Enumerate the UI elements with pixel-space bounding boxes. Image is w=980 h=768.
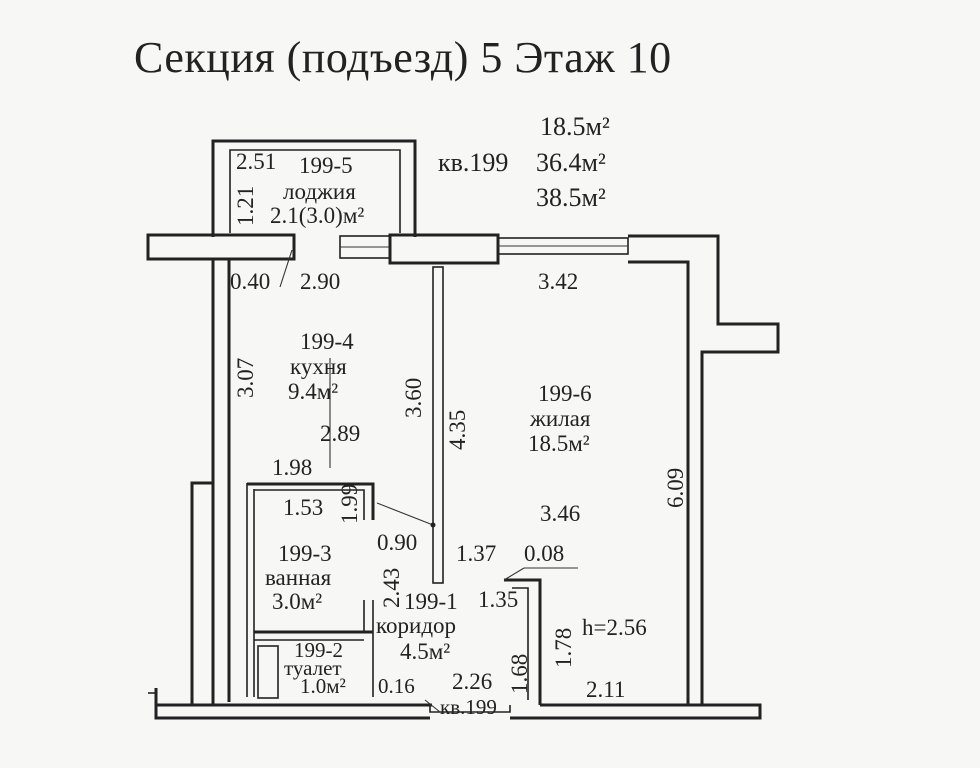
dim-bath-side: 1.99 [337,483,362,524]
kitchen-code: 199-4 [300,329,354,354]
dim-kitchen-top: 2.90 [300,269,341,294]
kitchen-area: 9.4м² [288,379,339,404]
toilet-area: 1.0м² [300,674,346,698]
dim-door-090: 0.90 [377,530,418,555]
corridor-name: коридор [376,613,457,638]
dim-partition-435: 4.35 [445,409,470,450]
kitchen-name: кухня [290,354,347,379]
area-total-summary: 36.4м² [536,148,606,177]
dim-corr-168: 1.68 [507,653,532,694]
page-title: Секция (подъезд) 5 Этаж 10 [134,33,672,82]
bath-top-wall-inner [254,489,365,520]
loggia-inner-wall [229,149,401,233]
bath-area: 3.0м² [272,589,323,614]
bath-outer-wall [190,481,213,705]
loggia-name: лоджия [283,179,356,204]
living-area: 18.5м² [528,431,590,456]
kitchen-door-line [279,249,293,288]
dim-corr-137: 1.37 [456,541,497,566]
corridor-right-wall [504,578,542,705]
toilet-name: туалет [284,656,342,680]
corridor-0.08-line [503,567,525,581]
dim-bath-top: 1.98 [272,455,313,480]
dim-corr-178: 1.78 [551,627,576,668]
corridor-code: 199-1 [404,589,458,614]
ceiling-height: h=2.56 [582,615,647,640]
door-pivot-dot [430,522,436,528]
corridor-right-wall-inner [512,587,529,700]
entry-door-line [424,699,441,713]
bath-code: 199-3 [278,541,332,566]
right-inner-wall [628,260,690,705]
dim-partition-360: 3.60 [401,377,426,418]
left-wall-stub [146,233,296,261]
dim-loggia-width: 2.51 [236,149,277,174]
kitchen-living-partition [432,266,444,584]
entry-door-sill [380,704,511,713]
bath-right-wall [363,600,374,697]
dim-living-top: 3.42 [538,269,579,294]
apartment-number: кв.199 [438,148,509,177]
loggia-code: 199-5 [299,153,353,178]
dim-bath-height: 2.43 [379,567,404,608]
dim-wc-016: 0.16 [378,674,415,698]
dim-living-inner: 3.46 [540,501,581,526]
dim-living-bottom: 2.11 [586,677,626,702]
bath-top-wall [247,482,375,520]
top-wall-block [388,233,500,265]
toilet-fixture-box [257,645,279,699]
dim-corr-226: 2.26 [452,669,493,694]
dim-corr-008: 0.08 [524,541,565,566]
living-name: жилая [530,406,591,431]
apartment-bottom-label: кв.199 [440,695,497,719]
dim-loggia-depth: 1.21 [233,185,258,226]
corridor-area: 4.5м² [400,639,451,664]
loggia-area: 2.1(3.0)м² [270,203,365,228]
loggia-outer-wall [211,139,417,237]
dim-kitchen-inner: 2.89 [320,421,361,446]
bath-door-line [376,502,434,526]
right-exterior-wall [628,234,780,705]
dim-bath-inner: 1.53 [283,495,324,520]
toilet-code: 199-2 [294,638,343,662]
bath-name: ванная [265,565,332,590]
dim-corr-135: 1.35 [478,587,519,612]
dim-kitchen-left: 3.07 [233,357,258,398]
dim-living-right: 6.09 [663,467,688,508]
area-total-loggia-summary: 38.5м² [536,183,606,212]
living-code: 199-6 [538,381,592,406]
area-living-summary: 18.5м² [540,112,610,141]
dim-offset-040: 0.40 [230,269,271,294]
